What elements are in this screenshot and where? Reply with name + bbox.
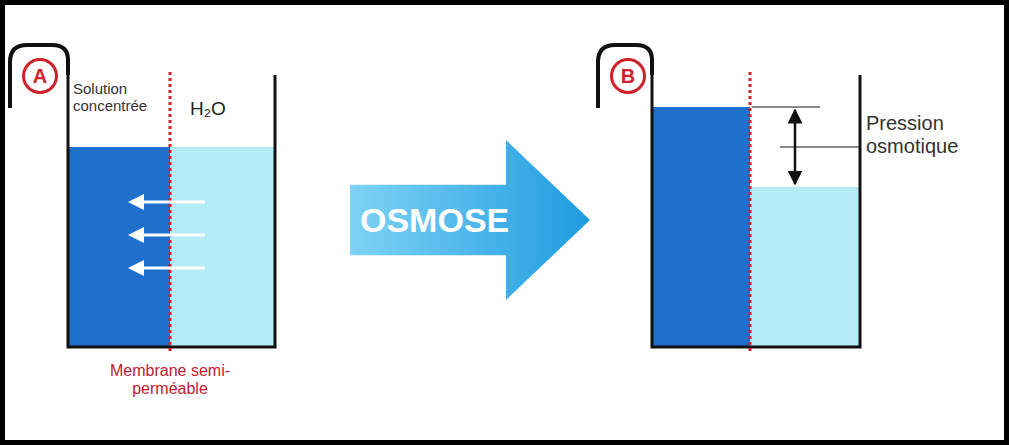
badge-letter: A	[33, 66, 47, 86]
process-name: OSMOSE	[360, 203, 509, 237]
level-line	[752, 106, 820, 107]
beaker	[652, 75, 860, 347]
concentrated-solution	[652, 107, 750, 347]
pressure-label: Pression osmotique	[866, 112, 996, 158]
badge-letter: B	[621, 66, 635, 86]
water-label: H₂O	[190, 98, 260, 120]
badge-circle	[612, 60, 645, 93]
panel-badge: B	[610, 58, 646, 94]
membrane	[749, 72, 752, 352]
arrow-shape	[350, 140, 590, 300]
membrane-label: Membrane semi-perméable	[100, 362, 240, 399]
process-arrow: OSMOSE	[350, 140, 590, 300]
membrane	[169, 72, 172, 352]
water-flow-arrows	[128, 194, 205, 276]
concentrated-solution	[68, 147, 170, 347]
pure-water	[170, 147, 275, 347]
badge-circle	[24, 60, 57, 93]
panel-badge: A	[22, 58, 58, 94]
pure-water	[750, 187, 860, 347]
pressure-arrow	[794, 110, 797, 184]
outer-frame	[3, 3, 1007, 443]
badge-tab	[10, 45, 68, 108]
leader-line	[780, 146, 860, 147]
solution-label: Solution concentrée	[73, 80, 168, 115]
badge-tab	[598, 45, 652, 108]
